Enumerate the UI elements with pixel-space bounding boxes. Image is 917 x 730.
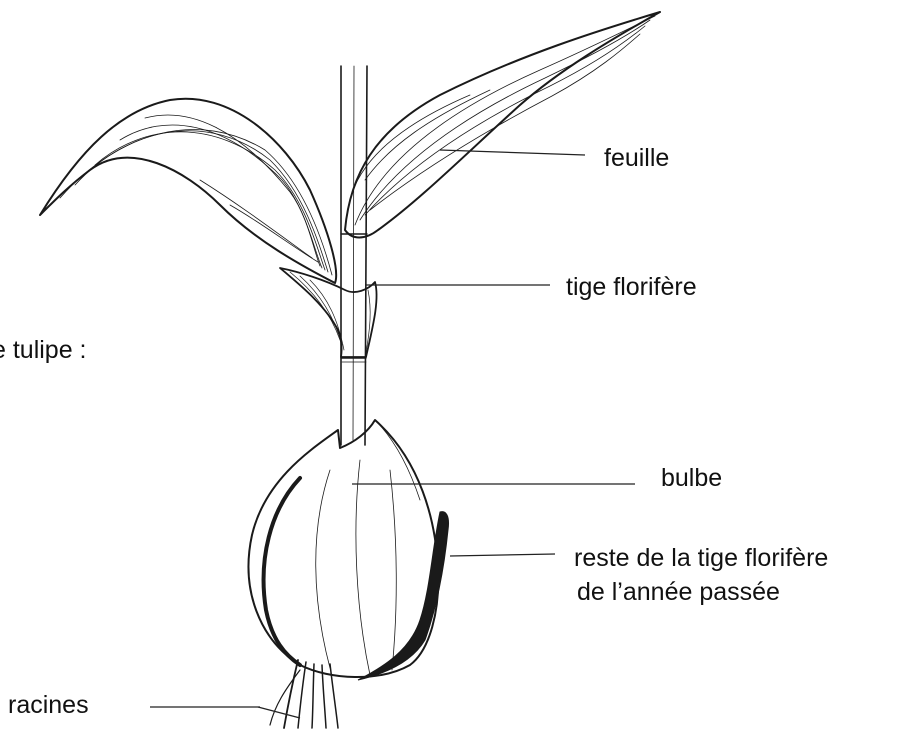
label-feuille: feuille: [604, 144, 669, 172]
label-tige-florifere: tige florifère: [566, 273, 697, 301]
title-fragment: e tulipe :: [0, 336, 87, 364]
feuille-leader: [440, 150, 585, 155]
stem: [341, 66, 367, 445]
leaf-sheath: [280, 268, 377, 357]
bulb: [249, 420, 439, 677]
reste-leader: [450, 554, 555, 556]
left-leaf: [40, 99, 336, 283]
label-reste-line1: reste de la tige florifère: [574, 544, 828, 572]
label-bulbe: bulbe: [661, 464, 722, 492]
racines-leader-branch: [258, 707, 300, 718]
roots: [270, 660, 338, 728]
label-reste-line2: de l’année passée: [577, 578, 780, 606]
label-racines: racines: [8, 691, 89, 719]
right-leaf: [345, 12, 660, 238]
